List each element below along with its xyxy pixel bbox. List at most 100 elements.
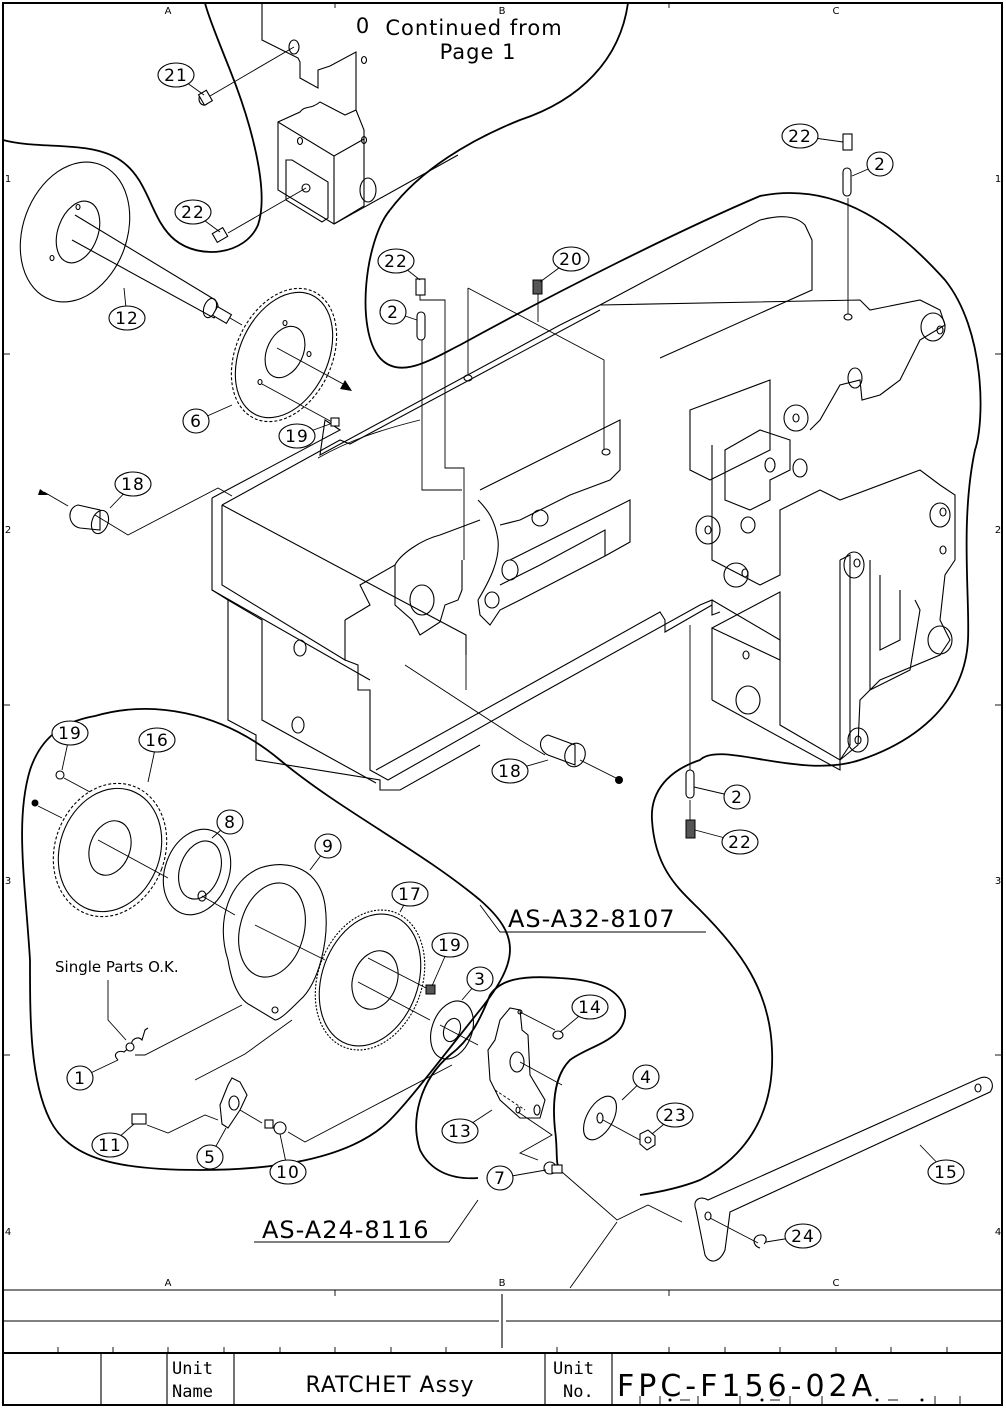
callout-outline (491, 758, 529, 784)
frame-from-page1 (261, 3, 459, 225)
set-screw-21 (197, 46, 295, 106)
plate-part-9 (222, 864, 327, 1021)
title-block (3, 1289, 1002, 1405)
continued-hole-mark: 0 (356, 14, 370, 38)
callout-bubble-18: 18 (491, 758, 549, 784)
callout-bubble-8: 8 (211, 809, 244, 839)
callout-number: 1 (74, 1069, 86, 1089)
callout-outline (466, 966, 494, 992)
callout-bubble-22: 22 (174, 199, 221, 233)
washer-part-4 (582, 1095, 641, 1141)
washer-part-3 (430, 1000, 479, 1060)
callout-bubble-6: 6 (182, 404, 233, 434)
callout-number: 21 (164, 66, 188, 86)
callout-number: 13 (448, 1122, 472, 1142)
callout-bubble-16: 16 (138, 727, 176, 783)
callout-number: 16 (145, 731, 169, 751)
pawl-part-5 (146, 1019, 453, 1143)
callout-number: 6 (190, 412, 202, 432)
unit-no-label-line2: No. (563, 1382, 594, 1402)
main-frame (211, 216, 956, 791)
callout-outline (781, 123, 819, 149)
callout-bubble-23: 23 (651, 1102, 694, 1135)
grid-col-b-bottom: B (499, 1278, 506, 1289)
continued-note-line1: Continued from (385, 16, 562, 40)
callout-outline (866, 151, 894, 177)
callout-outline (377, 248, 415, 274)
callout-bubble-5: 5 (196, 1127, 227, 1170)
grid-col-a-top: A (165, 6, 172, 17)
callout-number: 19 (285, 427, 309, 447)
shaft-part-12 (19, 161, 233, 325)
callout-number: 18 (498, 762, 522, 782)
unit-no-ticks (639, 1396, 961, 1405)
callout-bubble-11: 11 (91, 1123, 135, 1158)
callout-outline (632, 1064, 660, 1090)
callout-number: 2 (387, 303, 399, 323)
grid-row-1-left: 1 (5, 174, 11, 185)
callout-number: 14 (578, 998, 602, 1018)
callout-bubble-10: 10 (269, 1133, 307, 1185)
callout-bubble-22: 22 (377, 248, 421, 281)
stud-part-10 (264, 1119, 287, 1135)
callout-bubble-19: 19 (431, 932, 469, 987)
callout-outline (114, 471, 152, 497)
callout-outline (431, 932, 469, 958)
callout-number: 20 (559, 250, 583, 270)
callout-outline (157, 62, 195, 88)
callout-bubble-17: 17 (391, 881, 429, 913)
sprocket-part-6 (229, 287, 352, 427)
assembly-label-a24: AS-A24-8116 (254, 1199, 479, 1244)
callout-outline (784, 1223, 822, 1249)
callout-outline (571, 994, 609, 1020)
stud-part-7 (543, 1161, 683, 1223)
arm-part-15 (694, 1076, 993, 1262)
callout-number: 9 (322, 837, 334, 857)
leader-lines (94, 198, 849, 820)
callout-bubble-3: 3 (461, 966, 494, 1001)
callout-number: 18 (121, 475, 145, 495)
single-parts-note: Single Parts O.K. (55, 958, 179, 976)
plate-part-8 (162, 828, 236, 916)
callout-bubble-1: 1 (66, 1059, 119, 1091)
callout-number: 4 (640, 1068, 652, 1088)
grid-col-a-bottom: A (165, 1278, 172, 1289)
reference-arrow-icon (340, 380, 352, 391)
callout-bubble-24: 24 (765, 1223, 822, 1249)
grid-col-c-top: C (833, 6, 840, 17)
callout-bubble-19: 19 (278, 423, 331, 449)
callout-outline (656, 1102, 694, 1128)
callout-number: 11 (98, 1136, 122, 1156)
assembly-label-a32: AS-A32-8107 (479, 904, 706, 933)
grid-row-3-right: 3 (995, 876, 1001, 887)
pins-and-screws (415, 133, 853, 839)
callout-outline (441, 1118, 479, 1144)
unit-name-label-line2: Name (172, 1382, 213, 1402)
callout-number: 22 (788, 127, 812, 147)
callout-outline (174, 199, 212, 225)
callout-number: 8 (224, 813, 236, 833)
callout-number: 5 (204, 1148, 216, 1168)
grid-row-2-left: 2 (5, 525, 11, 536)
callout-number: 10 (276, 1163, 300, 1183)
main-frame-region-boundary (364, 192, 982, 1196)
callout-outline (314, 833, 342, 859)
ratchet-wheel-part-17 (314, 909, 436, 1051)
callout-number: 19 (438, 936, 462, 956)
grid-row-3-left: 3 (5, 876, 11, 887)
callout-outline (66, 1065, 94, 1091)
lever-part-13 (487, 1007, 563, 1161)
callout-bubble-12: 12 (108, 287, 146, 331)
callout-outline (108, 305, 146, 331)
grid-col-c-bottom: C (833, 1278, 840, 1289)
callout-bubble-18: 18 (109, 471, 152, 509)
continued-note-line2: Page 1 (440, 40, 517, 64)
assembly-region-a24-boundary (415, 976, 626, 1180)
callout-outline (927, 1159, 965, 1185)
title-block-ticks (57, 1290, 948, 1353)
grid-ticks (3, 3, 1002, 1056)
callout-bubble-22: 22 (694, 829, 759, 855)
callout-bubble-19: 19 (51, 720, 89, 771)
